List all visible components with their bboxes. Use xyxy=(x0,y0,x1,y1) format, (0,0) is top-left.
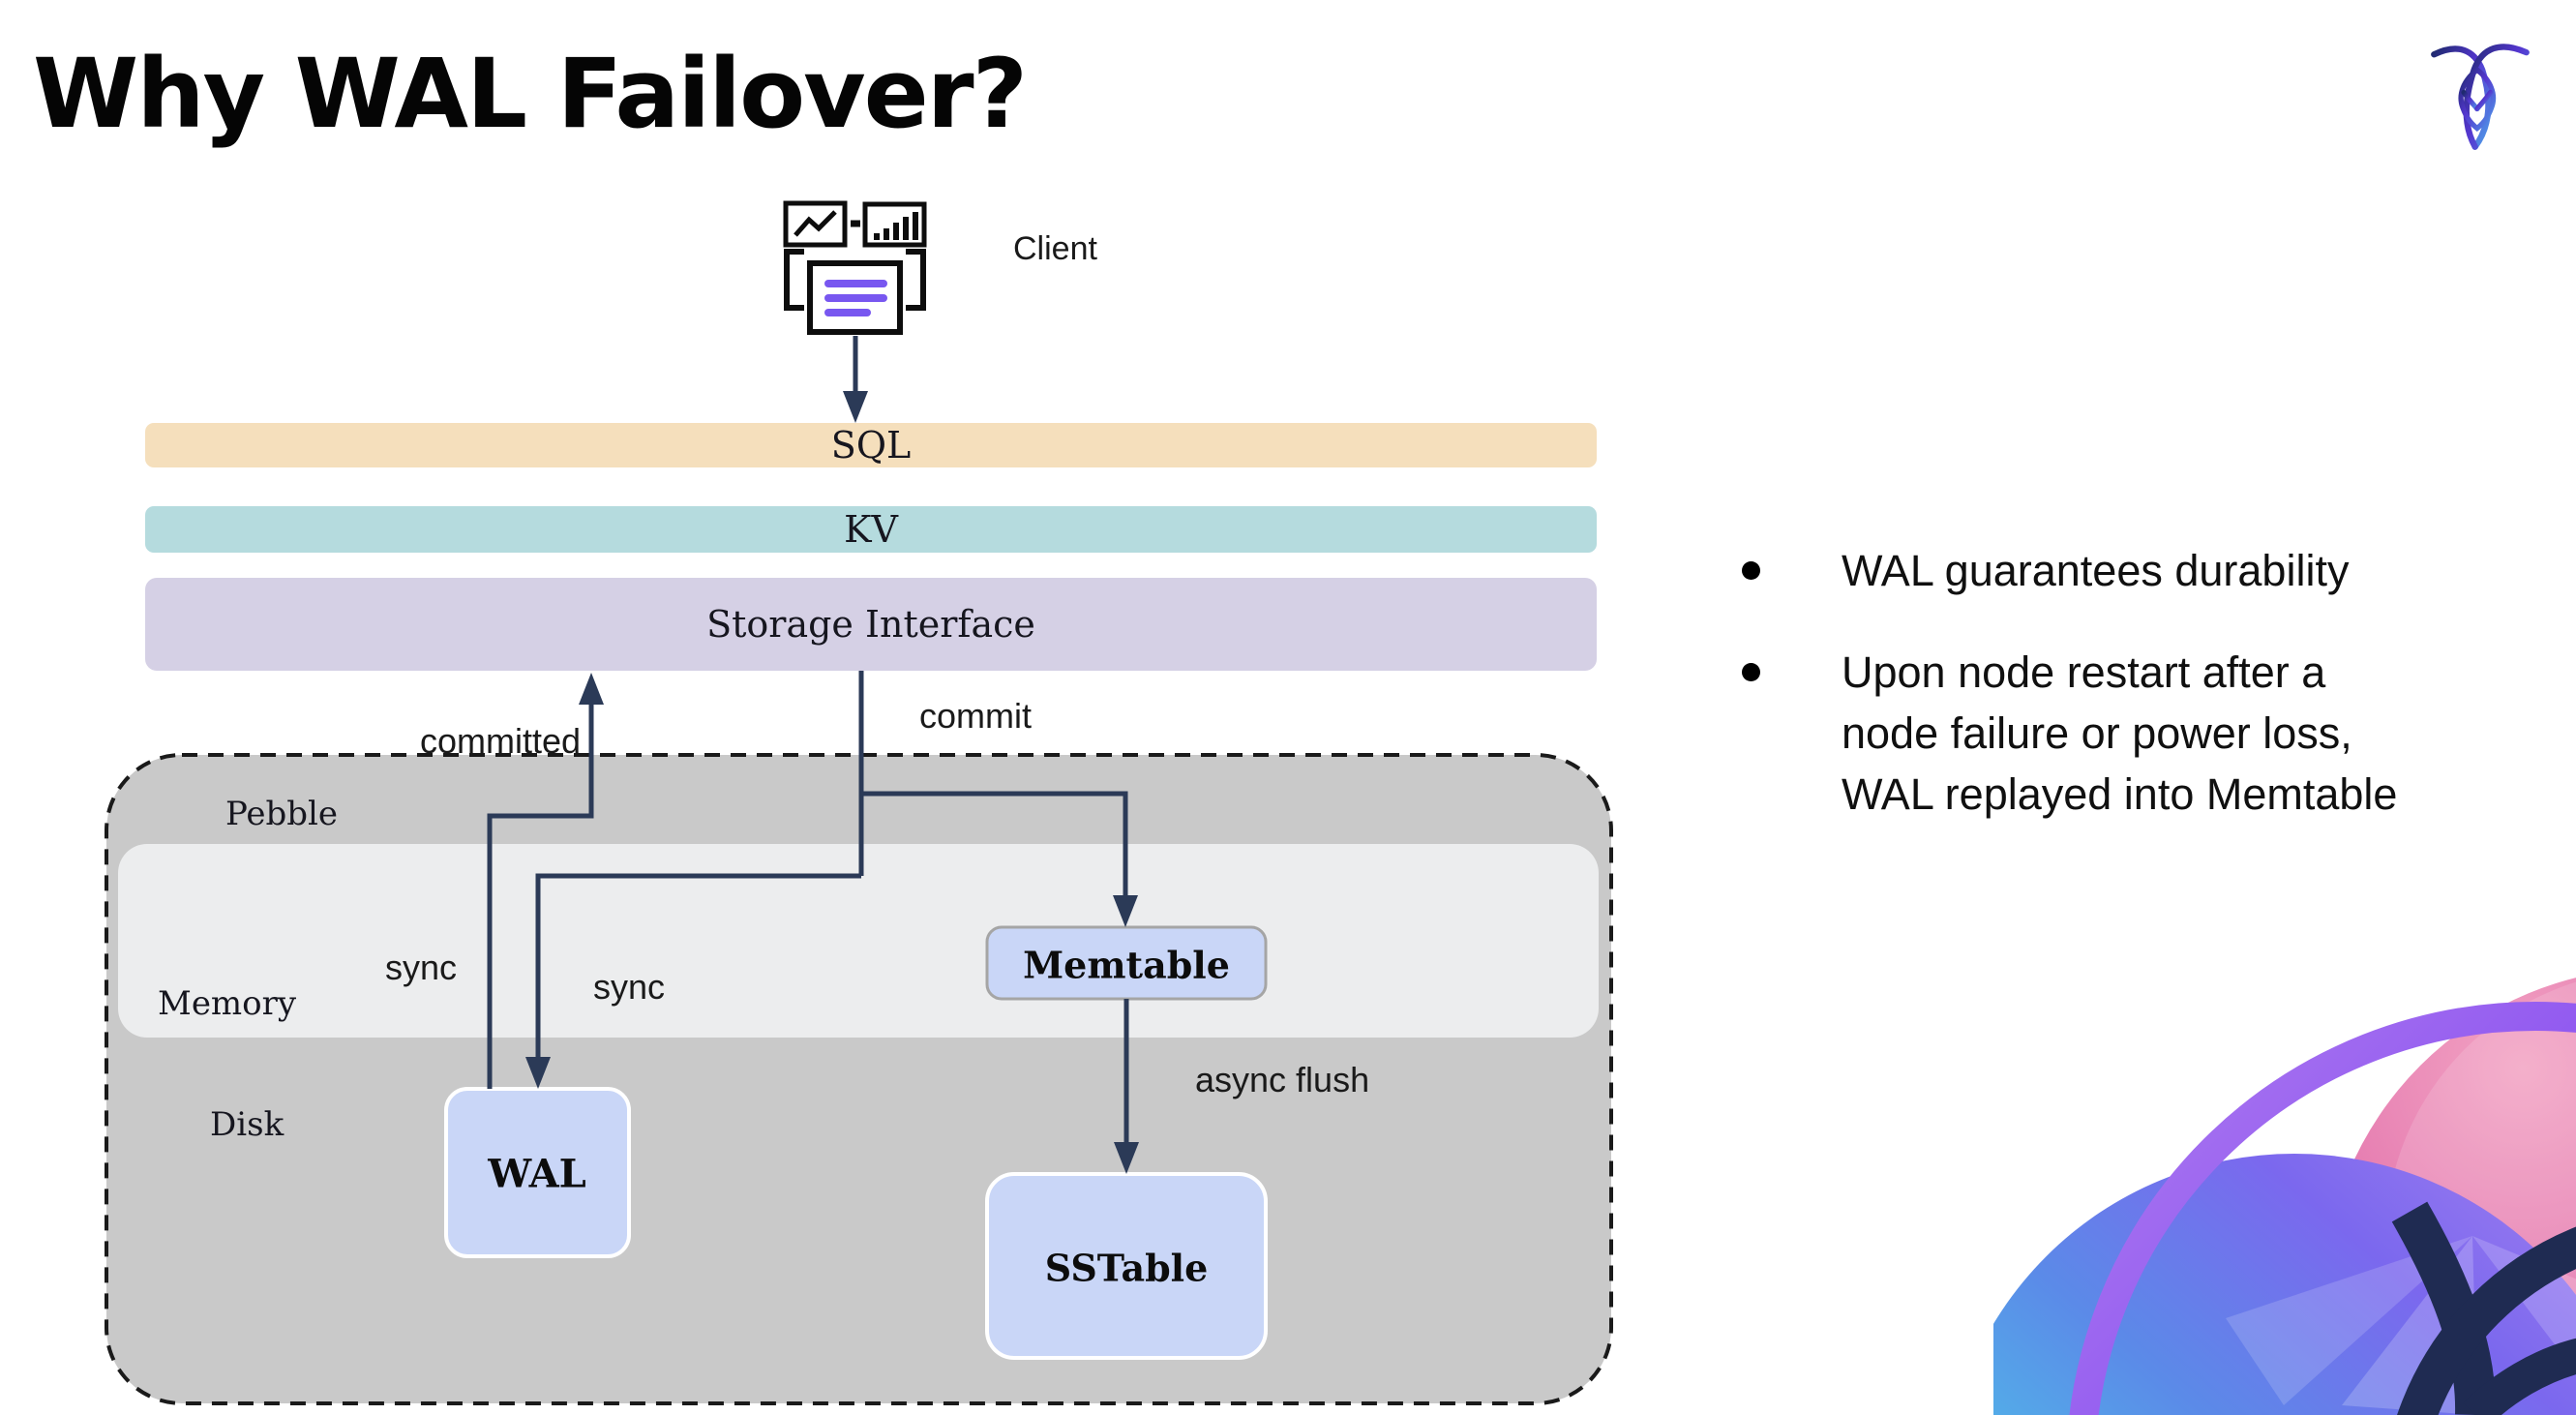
committed-edge xyxy=(487,690,594,1089)
brand-illustration xyxy=(1993,978,2576,1415)
line-chart-zigzag-icon xyxy=(794,210,837,237)
kv-label: KV xyxy=(844,508,898,551)
sql-label: SQL xyxy=(831,424,911,467)
dark-leaf-strokes xyxy=(2391,1201,2576,1415)
arrowhead-down-icon xyxy=(1113,895,1138,927)
sql-layer-bar xyxy=(145,423,1597,467)
nodes: WAL Memtable SSTable xyxy=(444,925,1268,1360)
bullet-list: WAL guarantees durability Upon node rest… xyxy=(1742,540,2400,865)
arrowhead-down-icon xyxy=(525,1057,551,1089)
list-item: WAL guarantees durability xyxy=(1742,540,2400,601)
commit-to-memtable-edge xyxy=(861,791,1128,911)
light-wedge xyxy=(2226,1236,2472,1405)
sync-to-wal-edge xyxy=(535,873,861,1072)
memtable-label: Memtable xyxy=(1023,944,1230,987)
arrowhead-down-icon xyxy=(1114,1142,1139,1174)
wal-node xyxy=(444,1087,631,1258)
client-label: Client xyxy=(1013,230,1097,267)
bar-chart-bars-icon xyxy=(874,212,918,240)
bullet-dot-icon xyxy=(1742,663,1760,681)
wal-label: WAL xyxy=(487,1152,586,1197)
sync-right-edge-label: sync xyxy=(593,967,665,1007)
right-bracket-icon xyxy=(906,249,926,311)
pebble-label: Pebble xyxy=(225,795,338,833)
disk-label: Disk xyxy=(210,1105,285,1144)
committed-edge-label: committed xyxy=(420,721,581,761)
decorative-corner-art xyxy=(1993,978,2576,1415)
client-icon xyxy=(783,200,927,335)
purple-ring xyxy=(2069,1002,2576,1415)
list-item: Upon node restart after a node failure o… xyxy=(1742,642,2400,825)
page-title: Why WAL Failover? xyxy=(33,39,1028,150)
storage-interface-bar xyxy=(145,578,1597,671)
memory-zone xyxy=(118,844,1599,1038)
sstable-label: SSTable xyxy=(1045,1247,1209,1290)
bullet-text: WAL guarantees durability xyxy=(1842,546,2350,595)
memory-label: Memory xyxy=(158,984,297,1023)
layer-bars: SQL KV Storage Interface xyxy=(145,423,1597,671)
storage-interface-label: Storage Interface xyxy=(706,603,1035,646)
document-text-lines-icon xyxy=(824,280,887,316)
left-bracket-icon xyxy=(784,249,804,311)
edge-lines xyxy=(487,336,1129,1158)
cockroachdb-logo-icon xyxy=(2431,44,2530,150)
kv-layer-bar xyxy=(145,506,1597,553)
bullet-dot-icon xyxy=(1742,561,1760,580)
arrowhead-down-icon xyxy=(843,391,868,423)
edge-arrowheads xyxy=(525,391,1139,1174)
async-flush-edge-label: async flush xyxy=(1195,1060,1369,1099)
commit-edge-label: commit xyxy=(919,696,1032,736)
sync-left-edge-label: sync xyxy=(385,948,457,987)
bullet-text: Upon node restart after a node failure o… xyxy=(1842,647,2398,819)
arrowhead-up-icon xyxy=(579,673,604,705)
